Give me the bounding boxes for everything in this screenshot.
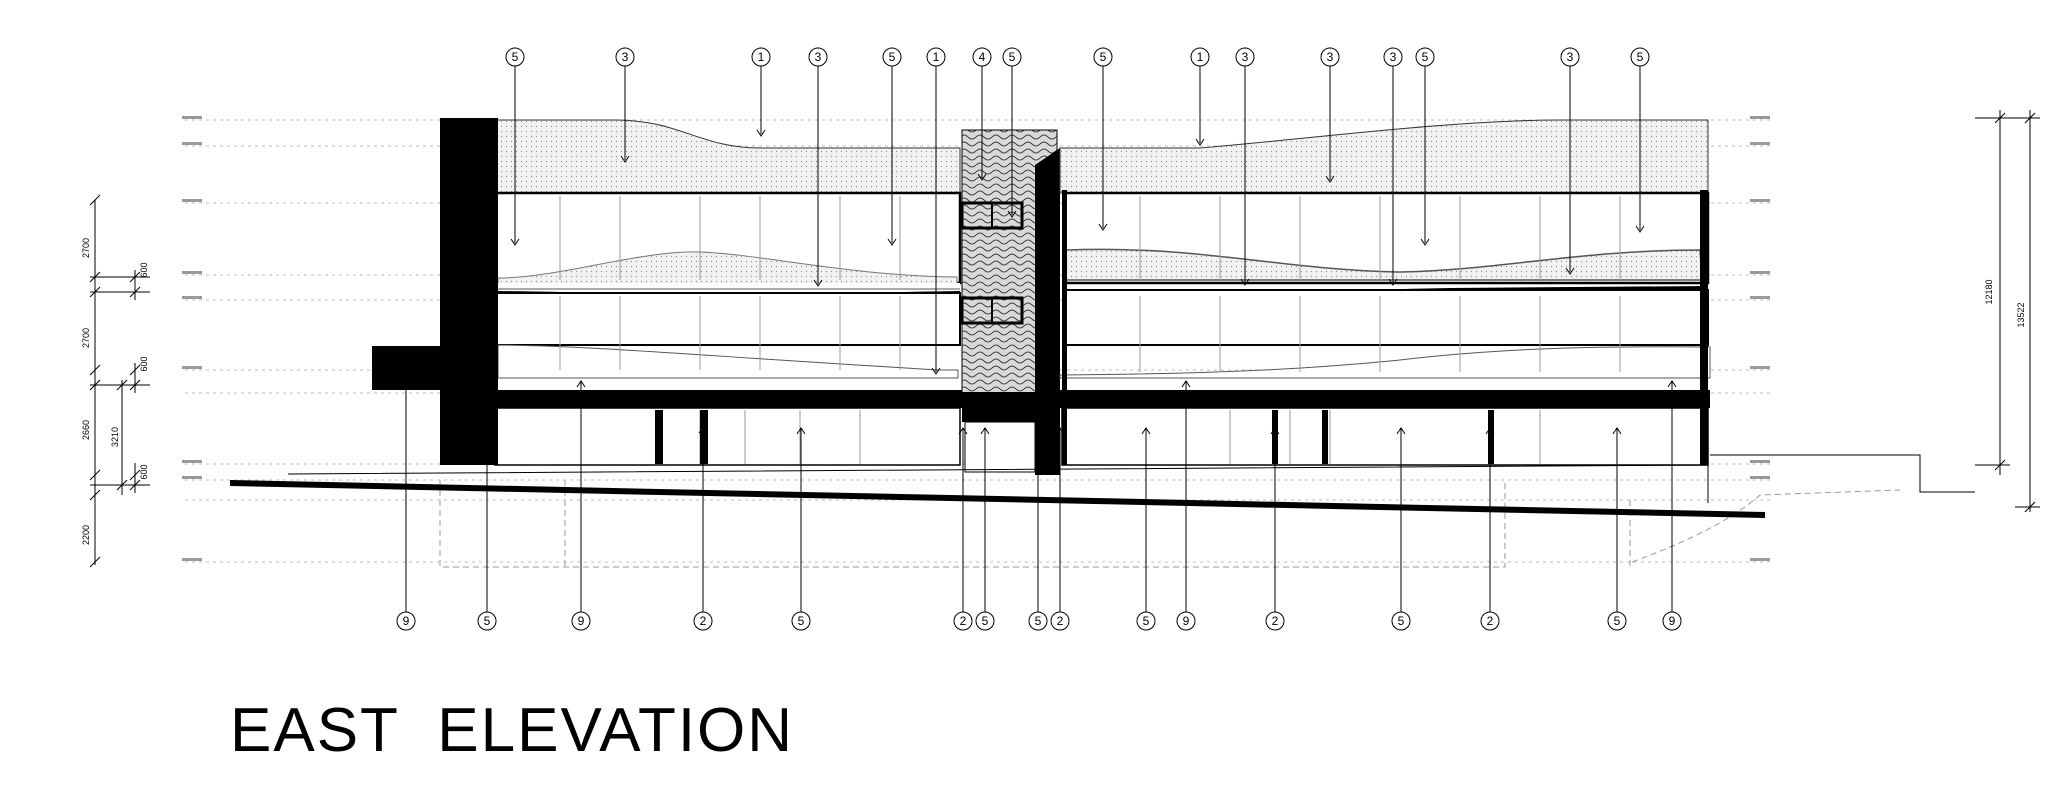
callout-label: 5 [1009, 50, 1016, 64]
left-wing [372, 118, 965, 466]
callout-label: 2 [1487, 614, 1494, 628]
callout-label: 2 [700, 614, 707, 628]
callout-label: 5 [798, 614, 805, 628]
callout-label: 1 [1197, 50, 1204, 64]
dim-label: 3210 [110, 427, 120, 447]
callout-label: 5 [889, 50, 896, 64]
dim-label: 2700 [81, 328, 91, 348]
callout-label: 9 [403, 614, 410, 628]
dim-label: 13522 [2016, 302, 2026, 327]
callout-label: 2 [1057, 614, 1064, 628]
callout-label: 3 [1242, 50, 1249, 64]
dim-label: 2660 [81, 420, 91, 440]
dim-label: 600 [139, 464, 149, 479]
right-wing [1059, 119, 1711, 466]
callout-label: 9 [578, 614, 585, 628]
callout-label: 5 [512, 50, 519, 64]
callout-label: 9 [1183, 614, 1190, 628]
dim-label: 2700 [81, 238, 91, 258]
callout-label: 1 [933, 50, 940, 64]
callout-label: 5 [1637, 50, 1644, 64]
callout-label: 5 [1422, 50, 1429, 64]
callout-label: 4 [979, 50, 986, 64]
dimension-chain-left: 2700 600 2700 600 2660 3210 600 2200 [81, 194, 150, 568]
callout-label: 5 [1614, 614, 1621, 628]
callout-label: 2 [960, 614, 967, 628]
callout-label: 2 [1272, 614, 1279, 628]
callout-label: 9 [1669, 614, 1676, 628]
level-tags [182, 116, 1770, 561]
callout-label: 5 [1143, 614, 1150, 628]
callout-label: 5 [982, 614, 989, 628]
callout-label: 3 [1567, 50, 1574, 64]
drawing-title: EAST ELEVATION [230, 696, 795, 765]
callout-label: 5 [1100, 50, 1107, 64]
ground-line [230, 454, 1975, 518]
callout-label: 5 [1035, 614, 1042, 628]
stair-core [960, 129, 1060, 475]
callout-label: 3 [622, 50, 629, 64]
dim-label: 600 [139, 356, 149, 371]
dim-label: 600 [139, 262, 149, 277]
dimension-chain-right: 12180 13522 [1975, 110, 2040, 513]
dim-label: 12180 [1984, 279, 1994, 304]
callout-label: 1 [758, 50, 765, 64]
callouts-bottom: 9 5 9 2 5 2 5 5 2 5 9 2 5 2 5 9 [396, 380, 1682, 631]
callout-label: 3 [1327, 50, 1334, 64]
callout-label: 5 [1398, 614, 1405, 628]
callout-label: 3 [1390, 50, 1397, 64]
callout-label: 3 [815, 50, 822, 64]
callouts-top: 5 3 1 3 5 1 4 5 5 1 3 3 3 5 3 5 [505, 47, 1650, 375]
callout-label: 5 [484, 614, 491, 628]
dim-label: 2200 [81, 525, 91, 545]
